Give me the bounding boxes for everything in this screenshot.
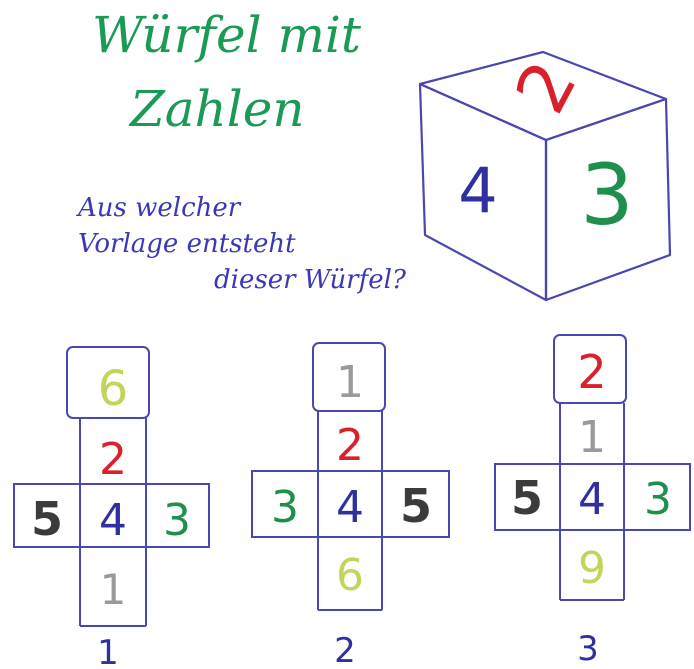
net-2-center-number: 4: [336, 482, 364, 533]
net-3-bottom-number: 9: [578, 543, 606, 594]
net-3: 2 1 5 4 3 9 3: [495, 335, 690, 669]
net-1-top-number: 6: [98, 361, 129, 417]
net-3-right-number: 3: [644, 474, 672, 525]
net-3-top-number: 2: [577, 345, 606, 399]
net-1-label: 1: [97, 633, 119, 669]
cube-top-number: 2: [500, 48, 593, 126]
net-3-center-number: 4: [578, 474, 606, 525]
net-2-top-number: 1: [336, 357, 364, 408]
net-2-label: 2: [334, 631, 356, 669]
net-3-label: 3: [577, 629, 599, 669]
net-2-bottom-number: 6: [336, 550, 364, 601]
net-2-left-number: 3: [271, 482, 299, 533]
net-3-left-number: 5: [511, 471, 543, 525]
net-1-center-number: 4: [99, 495, 127, 546]
net-1-left-number: 5: [31, 492, 63, 546]
net-2: 1 2 3 4 5 6 2: [252, 343, 449, 669]
net-3-upper-number: 1: [578, 412, 606, 463]
net-2-upper-number: 2: [336, 420, 364, 471]
net-1: 6 2 5 4 3 1 1: [14, 347, 209, 669]
cube-right-number: 3: [580, 146, 633, 244]
net-1-bottom-number: 1: [100, 565, 127, 614]
net-2-right-number: 5: [400, 479, 432, 533]
cube-left-number: 4: [458, 154, 497, 227]
net-1-right-number: 3: [163, 495, 191, 546]
net-1-upper-number: 2: [99, 434, 127, 485]
